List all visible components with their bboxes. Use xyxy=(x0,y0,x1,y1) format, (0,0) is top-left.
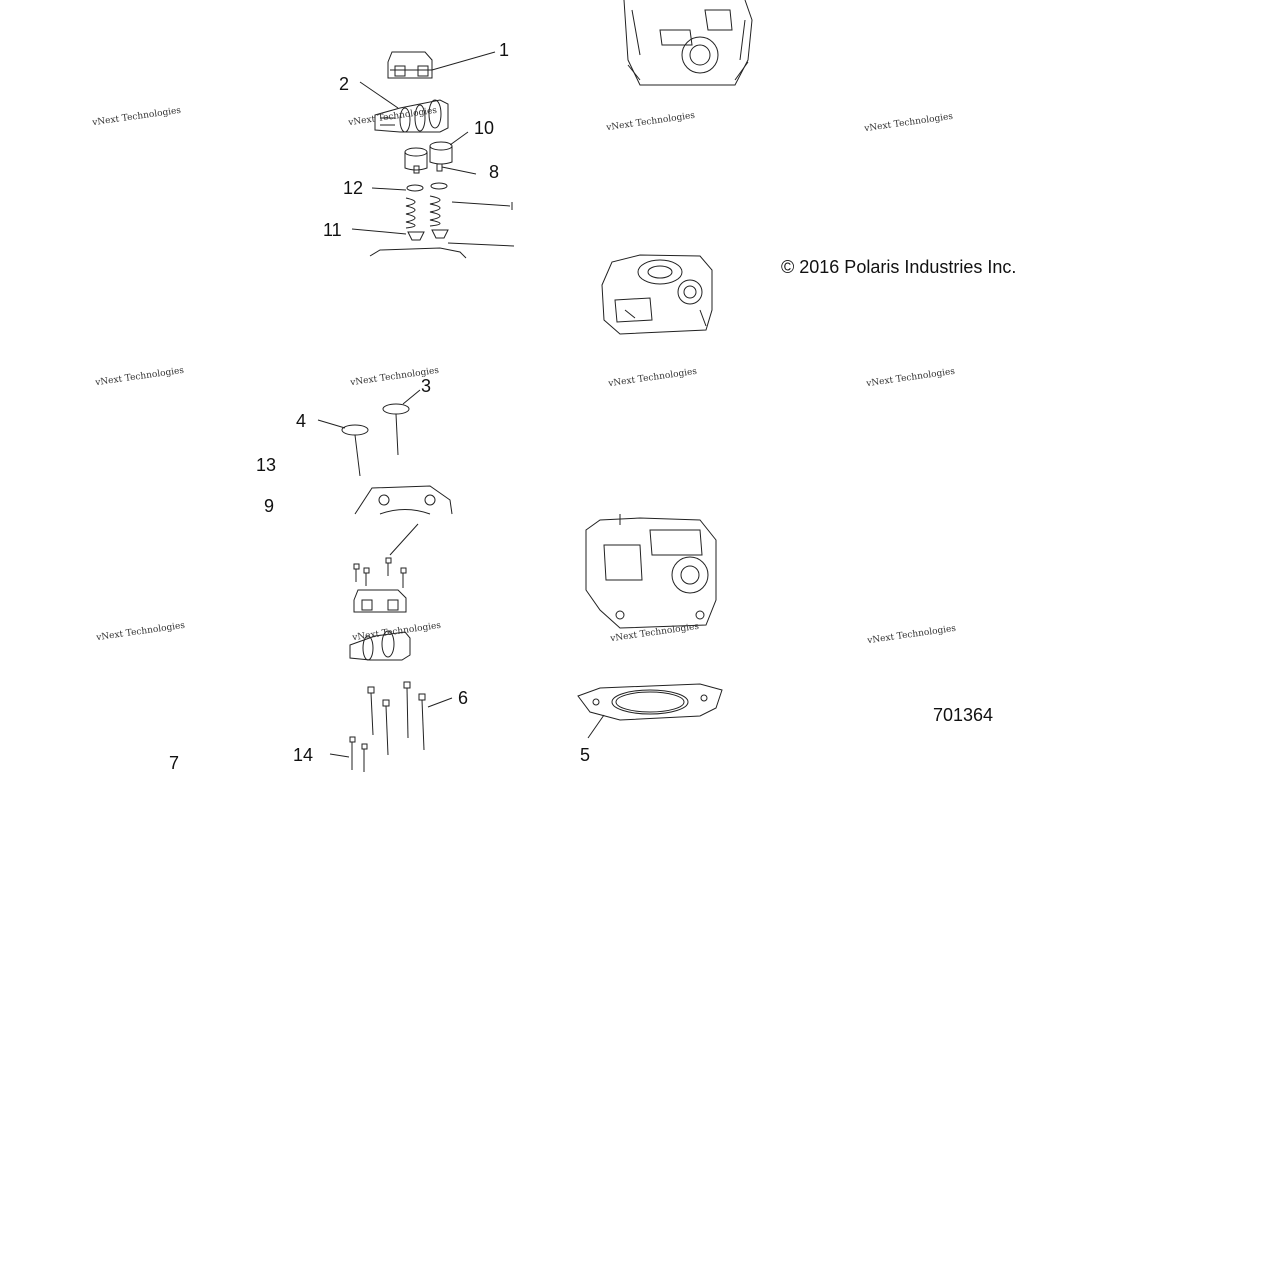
callout-10: 10 xyxy=(474,118,495,138)
callout-5: 5 xyxy=(580,745,591,765)
cylinder-head-icon xyxy=(623,0,753,86)
cylinder-head-icon xyxy=(585,514,717,629)
callout-4: 4 xyxy=(296,411,307,431)
head-gasket-icon xyxy=(577,683,723,721)
callout-2: 2 xyxy=(339,74,350,94)
cylinder-head-icon xyxy=(601,254,713,335)
callout-11: 11 xyxy=(323,220,342,240)
cam-cap-icon xyxy=(353,589,407,613)
callout-1: 1 xyxy=(499,40,510,60)
callout-13: 13 xyxy=(256,455,277,475)
valve-icon xyxy=(341,403,410,477)
callout-12: 12 xyxy=(343,178,364,198)
bolt-icon xyxy=(353,557,407,588)
bolt-icon xyxy=(349,681,426,772)
figure-number: 701364 xyxy=(933,705,994,725)
callout-9: 9 xyxy=(264,496,275,516)
callout-8: 8 xyxy=(489,162,500,182)
callout-7: 7 xyxy=(169,753,180,773)
callout-3: 3 xyxy=(421,376,432,396)
cam-cap-icon xyxy=(387,51,433,79)
callout-6: 6 xyxy=(458,688,469,708)
copyright-notice: © 2016 Polaris Industries Inc. xyxy=(781,257,1017,277)
valve-bucket-icon xyxy=(404,141,453,171)
valve-spring-icon xyxy=(405,195,441,229)
callout-14: 14 xyxy=(293,745,314,765)
camshaft-icon xyxy=(374,99,449,133)
camshaft-icon xyxy=(349,630,411,661)
